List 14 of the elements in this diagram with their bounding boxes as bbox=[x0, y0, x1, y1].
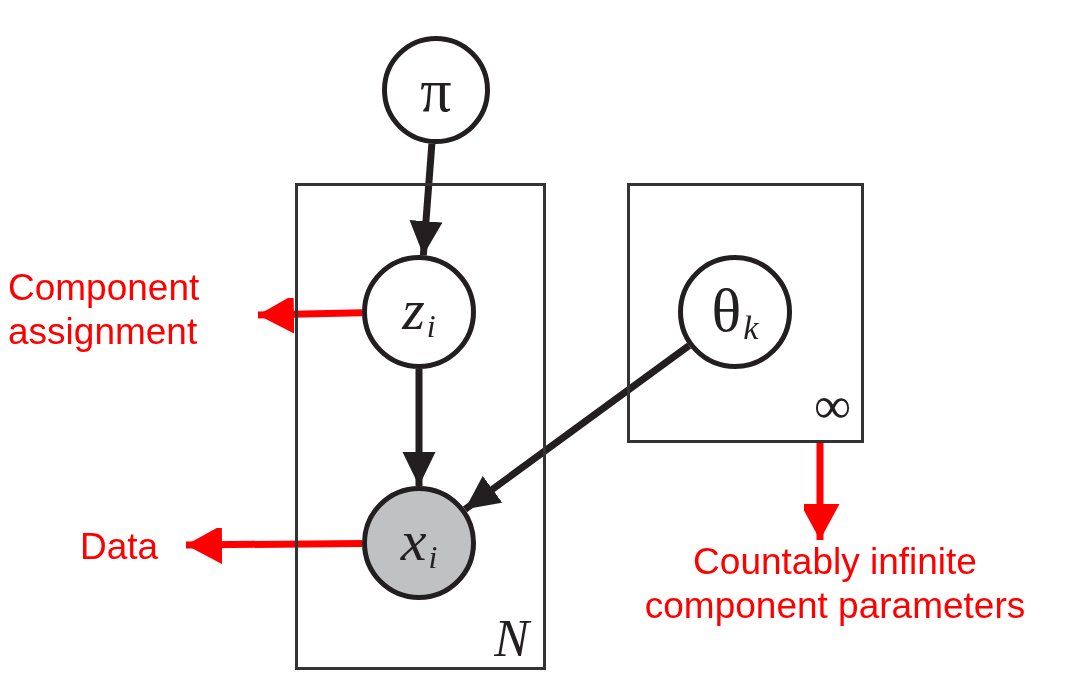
annotation-text: Component assignment bbox=[8, 266, 258, 362]
arrow bbox=[402, 369, 436, 486]
arrow bbox=[462, 342, 692, 513]
variable-label: z$_{i}$ bbox=[402, 281, 436, 343]
plate-label: ∞ bbox=[813, 380, 851, 432]
plate bbox=[627, 183, 864, 443]
annotation-text: Data bbox=[80, 525, 186, 571]
arrow bbox=[409, 143, 443, 256]
plate bbox=[295, 183, 546, 670]
arrow bbox=[185, 525, 363, 565]
variable-label: x$_{i}$ bbox=[400, 512, 438, 574]
variable-label: π bbox=[420, 59, 452, 121]
annotation-text: Countably infinite component parameters bbox=[600, 540, 1068, 632]
variable-label: θ$_{k}$ bbox=[711, 278, 759, 346]
